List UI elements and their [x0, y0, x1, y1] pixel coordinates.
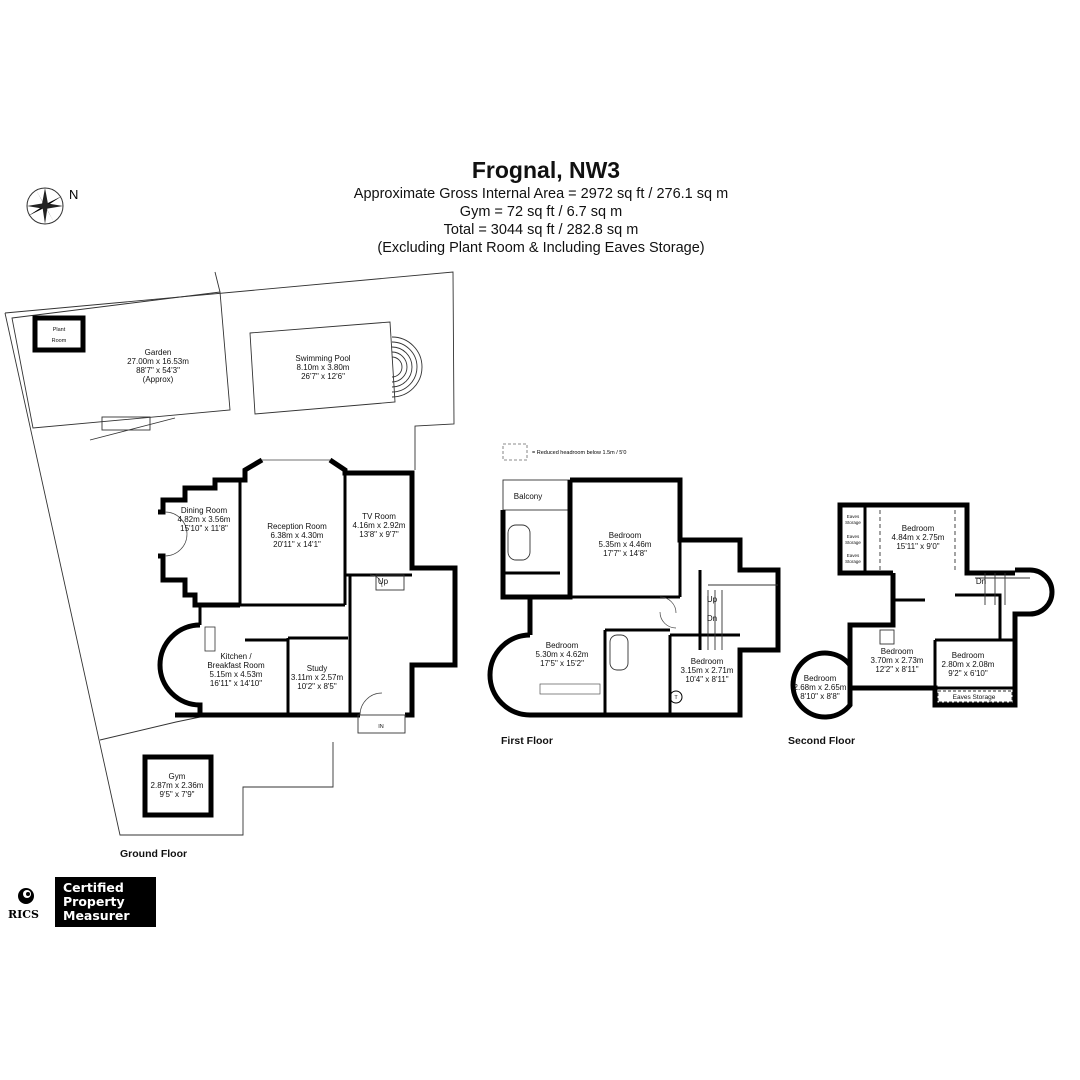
floor-label-second: Second Floor [788, 735, 855, 747]
room-dimension: 8.10m x 3.80m [297, 363, 350, 372]
room-label: TV Room [362, 512, 396, 521]
room-dimension: 6.38m x 4.30m [271, 531, 324, 540]
headroom-legend-swatch [502, 443, 528, 461]
room-label: Bedroom [881, 647, 914, 656]
entrance-marker: IN [378, 724, 384, 730]
room-dimension: 13'8" x 9'7" [359, 530, 399, 539]
stair-down-marker: Dn [707, 614, 717, 623]
room-dimension: 4.16m x 2.92m [353, 521, 406, 530]
headroom-legend-text: = Reduced headroom below 1.5m / 5'0 [532, 450, 626, 456]
plan-title: Frognal, NW3 [472, 157, 620, 183]
room-dimension: 8'10" x 8'8" [800, 692, 840, 701]
room-label: Eaves Storage [953, 694, 996, 701]
room-label: Bedroom [902, 524, 935, 533]
room-dimension: 20'11" x 14'1" [273, 540, 321, 549]
second-floor-walls [790, 502, 1055, 720]
rics-lion-icon [18, 888, 34, 904]
badge-line: Property [63, 894, 125, 909]
room-label: Storage [845, 520, 861, 525]
room-dimension: 27.00m x 16.53m [127, 357, 189, 366]
room-label: Storage [845, 559, 861, 564]
room-label: Storage [845, 540, 861, 545]
badge-line: Certified [63, 880, 124, 895]
room-label: Bedroom [804, 674, 837, 683]
badge-line: Measurer [63, 908, 130, 923]
stair-up-marker: Up [378, 577, 389, 586]
area-line: Gym = 72 sq ft / 6.7 sq m [460, 204, 622, 220]
area-line: (Excluding Plant Room & Including Eaves … [377, 240, 704, 256]
room-dimension: 10'4" x 8'11" [685, 675, 728, 684]
room-dimension: 5.15m x 4.53m [210, 670, 263, 679]
room-label: Garden [145, 348, 172, 357]
room-label: Plant [53, 327, 66, 333]
room-dimension: 16'11" x 14'10" [210, 679, 262, 688]
room-label: Bedroom [609, 531, 642, 540]
floor-label-ground: Ground Floor [120, 848, 187, 860]
room-label: Kitchen / [220, 652, 252, 661]
room-dimension: 15'10" x 11'8" [180, 524, 228, 533]
room-dimension: 88'7" x 54'3" [136, 366, 180, 375]
room-dimension: 17'5" x 15'2" [540, 659, 584, 668]
room-dimension: 2.87m x 2.36m [151, 781, 204, 790]
room-dimension: 9'5" x 7'9" [160, 790, 195, 799]
room-label: Bedroom [546, 641, 579, 650]
gym-building [142, 754, 214, 818]
room-dimension: 26'7" x 12'6" [301, 372, 345, 381]
room-label: Balcony [514, 492, 542, 501]
room-dimension: 15'11" x 9'0" [896, 542, 939, 551]
room-dimension: 17'7" x 14'8" [603, 549, 647, 558]
north-label: N [69, 187, 78, 202]
area-line: Approximate Gross Internal Area = 2972 s… [354, 186, 728, 202]
room-label: Dining Room [181, 506, 228, 515]
stair-down-marker: Dn [976, 577, 986, 586]
site-boundary [4, 271, 455, 836]
room-label: Swimming Pool [295, 354, 350, 363]
room-dimension: 5.30m x 4.62m [536, 650, 589, 659]
room-dimension: 4.84m x 2.75m [892, 533, 945, 542]
room-label: Eaves [847, 553, 860, 558]
room-label: Eaves [847, 534, 860, 539]
room-dimension: 4.82m x 3.56m [178, 515, 231, 524]
room-label: Bedroom [691, 657, 724, 666]
room-label: Eaves [847, 514, 860, 519]
floor-label-first: First Floor [501, 735, 553, 747]
certified-property-measurer-badge: Certified Property Measurer [55, 877, 156, 927]
room-dimension: 12'2" x 8'11" [875, 665, 918, 674]
room-label: Bedroom [952, 651, 985, 660]
compass-icon [26, 187, 64, 225]
swimming-pool [249, 321, 423, 415]
room-label: Study [307, 664, 327, 673]
plant-room [32, 315, 86, 353]
room-dimension: 5.35m x 4.46m [599, 540, 652, 549]
first-floor-walls [487, 477, 781, 718]
room-dimension: 3.15m x 2.71m [681, 666, 734, 675]
room-dimension: 2.80m x 2.08m [942, 660, 995, 669]
tank-marker: T [674, 695, 678, 701]
room-label: Breakfast Room [207, 661, 265, 670]
room-label: Reception Room [267, 522, 327, 531]
room-dimension: 3.11m x 2.57m [291, 673, 344, 682]
area-line: Total = 3044 sq ft / 282.8 sq m [444, 222, 639, 238]
room-label: Room [52, 338, 67, 344]
room-dimension: 9'2" x 6'10" [948, 669, 988, 678]
room-note: (Approx) [143, 375, 174, 384]
room-dimension: 2.68m x 2.65m [794, 683, 847, 692]
room-dimension: 10'2" x 8'5" [297, 682, 337, 691]
room-dimension: 3.70m x 2.73m [871, 656, 924, 665]
room-label: Gym [169, 772, 186, 781]
ground-floor-walls [142, 457, 458, 818]
rics-logo-text: RICS [8, 908, 39, 921]
stair-up-marker: Up [707, 595, 718, 604]
hob-icon [204, 626, 216, 652]
